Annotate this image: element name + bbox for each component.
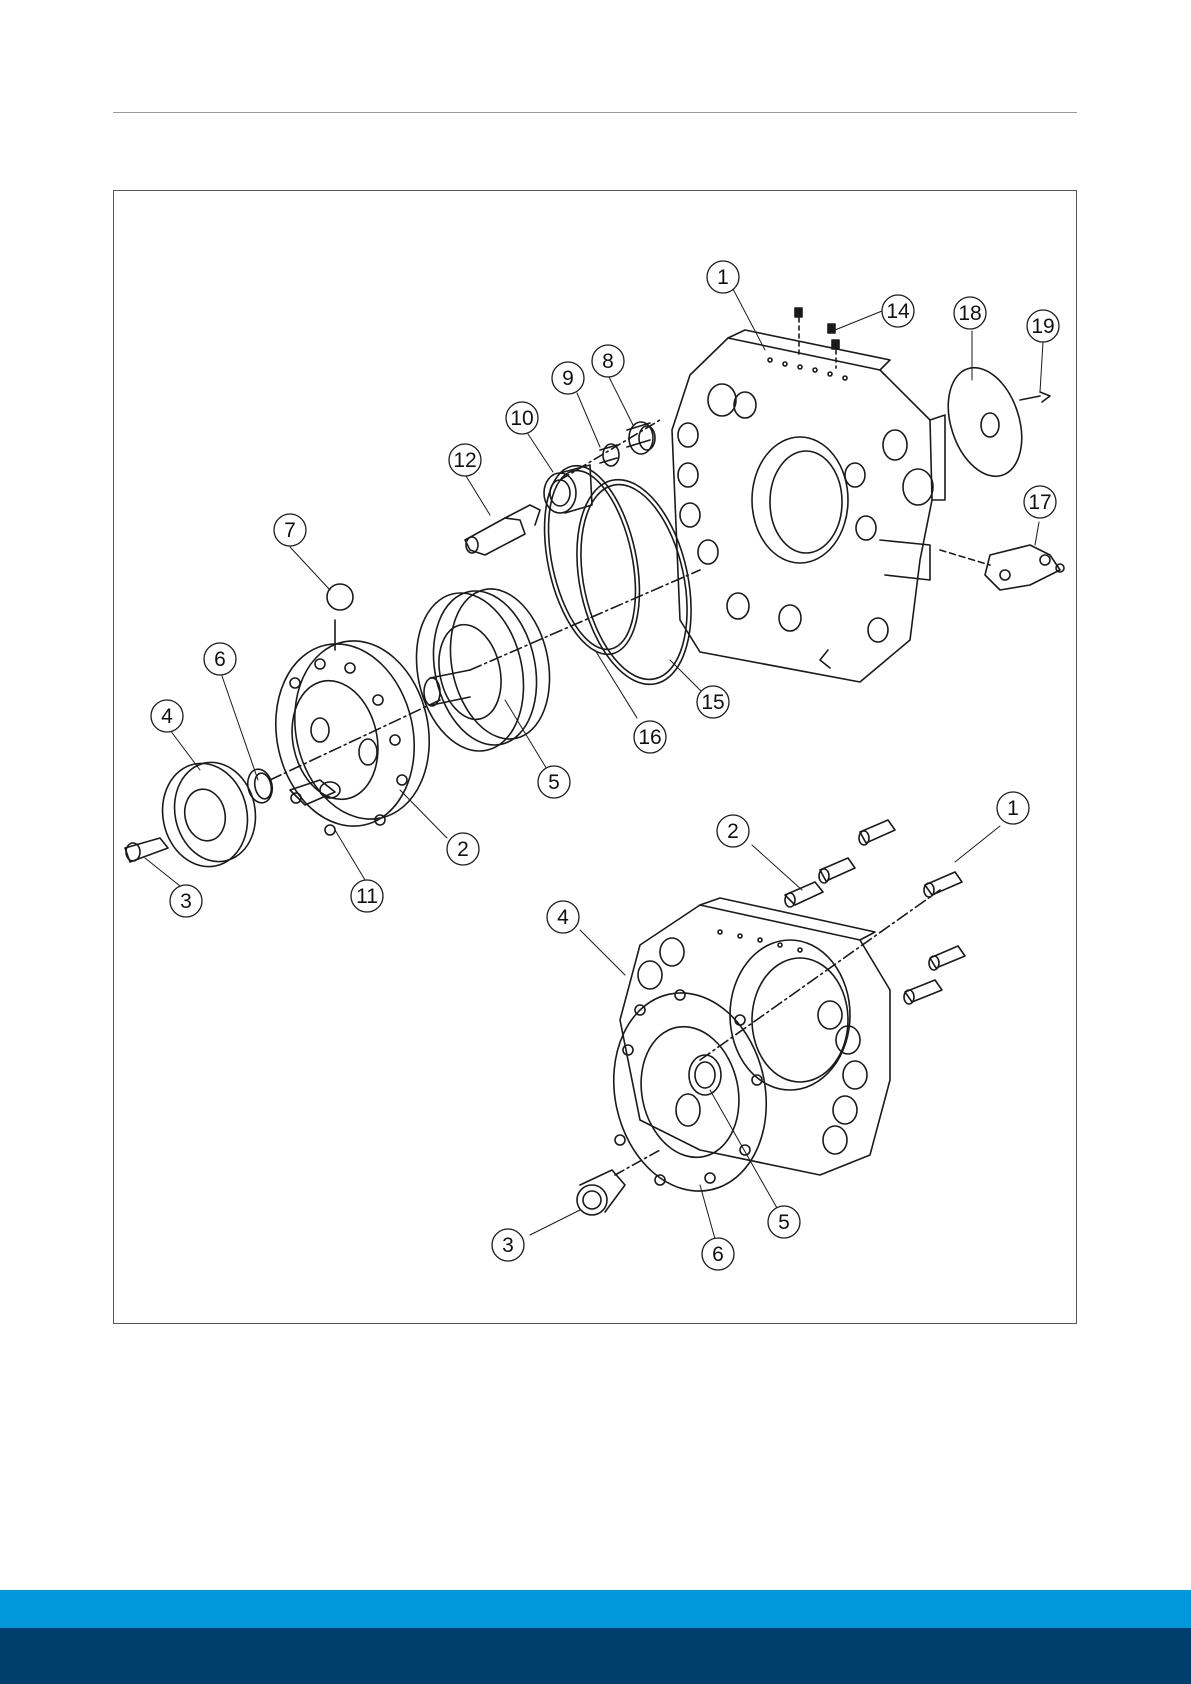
svg-text:16: 16	[638, 726, 661, 749]
callout-u19: 19	[1027, 310, 1059, 342]
housing-upper	[672, 330, 945, 682]
svg-text:9: 9	[562, 367, 574, 390]
svg-text:6: 6	[712, 1243, 724, 1266]
svg-text:12: 12	[453, 449, 476, 472]
callout-u16: 16	[634, 721, 666, 753]
svg-text:15: 15	[701, 691, 724, 714]
valve-17	[940, 545, 1064, 590]
svg-text:8: 8	[602, 350, 614, 373]
end-cap-4-ring-6	[125, 755, 275, 875]
bushing-3-lower	[577, 1150, 660, 1215]
callouts-upper: 1 14 18 19 8 9 10 12 7 6 4 3 11 2 5 16 1…	[151, 261, 1059, 917]
footer-band-dark	[0, 1628, 1191, 1684]
callout-u12: 12	[449, 444, 481, 476]
callout-u18: 18	[954, 297, 986, 329]
svg-text:19: 19	[1031, 315, 1054, 338]
callout-u14: 14	[882, 295, 914, 327]
callout-l3: 3	[492, 1229, 524, 1261]
svg-text:7: 7	[284, 519, 296, 542]
set-screws-14	[795, 308, 839, 368]
callout-u10: 10	[506, 402, 538, 434]
svg-text:3: 3	[180, 890, 192, 913]
svg-text:18: 18	[958, 302, 981, 325]
callout-u2: 2	[447, 833, 479, 865]
callout-l6: 6	[702, 1238, 734, 1270]
callout-u4: 4	[151, 700, 183, 732]
svg-text:2: 2	[727, 820, 739, 843]
callout-l1: 1	[997, 792, 1029, 824]
callout-l4: 4	[547, 901, 579, 933]
svg-text:6: 6	[214, 648, 226, 671]
cover-plate-18	[935, 358, 1050, 486]
svg-text:4: 4	[161, 705, 173, 728]
callout-u15: 15	[697, 686, 729, 718]
svg-text:5: 5	[548, 771, 560, 794]
svg-text:1: 1	[717, 266, 729, 289]
svg-text:3: 3	[502, 1234, 514, 1257]
footer-band-light	[0, 1590, 1191, 1628]
svg-text:5: 5	[778, 1211, 790, 1234]
callout-u9: 9	[552, 362, 584, 394]
leader-lines	[145, 289, 1043, 1239]
callout-l2: 2	[717, 815, 749, 847]
callout-u8: 8	[592, 345, 624, 377]
svg-text:2: 2	[457, 838, 469, 861]
svg-text:10: 10	[510, 407, 533, 430]
callout-l5: 5	[768, 1206, 800, 1238]
callout-u7: 7	[274, 514, 306, 546]
callout-u17: 17	[1024, 486, 1056, 518]
callout-u1: 1	[707, 261, 739, 293]
callout-u6: 6	[204, 643, 236, 675]
svg-text:1: 1	[1007, 797, 1019, 820]
callout-u5: 5	[538, 766, 570, 798]
svg-text:11: 11	[356, 885, 378, 908]
o-rings-15-16	[529, 457, 708, 695]
callout-u11: 11	[351, 880, 383, 912]
housing-lower	[620, 898, 890, 1175]
svg-text:14: 14	[886, 300, 910, 323]
callouts-lower: 1 2 4 3 5 6	[492, 792, 1029, 1270]
svg-text:4: 4	[557, 906, 569, 929]
front-cover-2	[259, 584, 445, 839]
svg-text:17: 17	[1028, 491, 1051, 514]
callout-u3: 3	[170, 885, 202, 917]
